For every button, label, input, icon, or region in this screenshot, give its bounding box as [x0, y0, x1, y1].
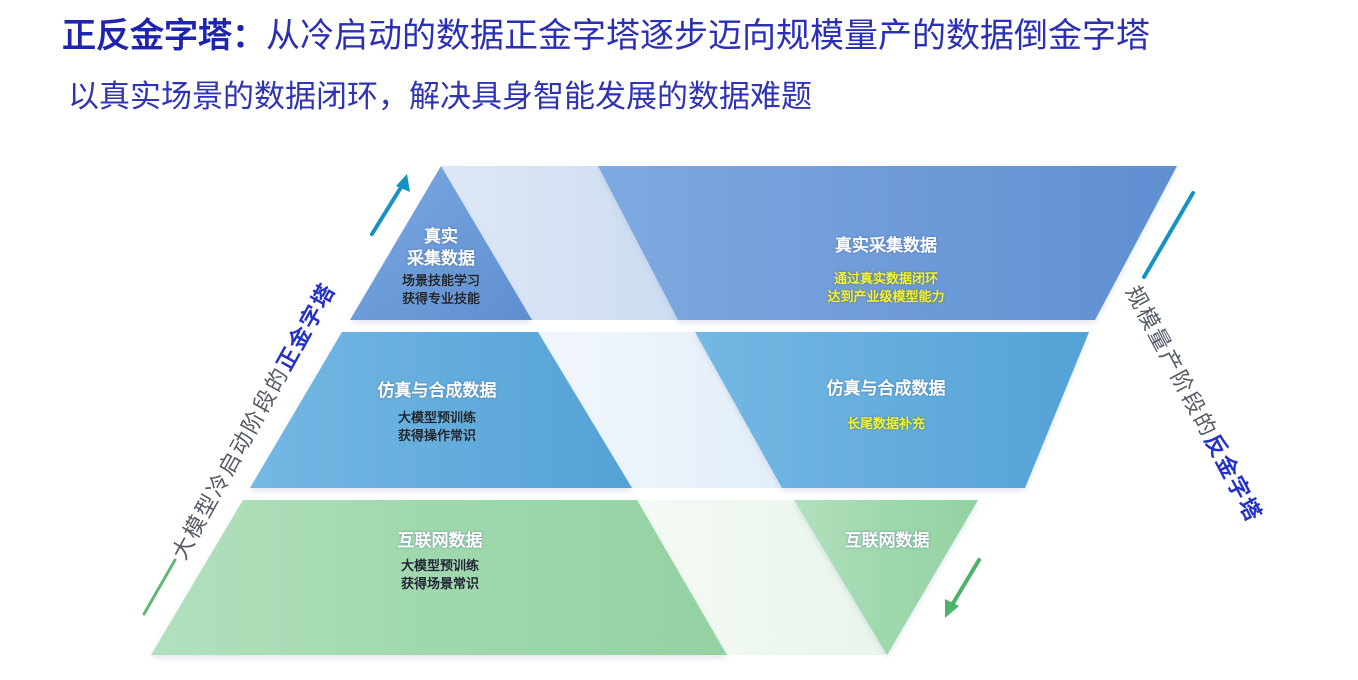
left-layer-mid: [250, 332, 632, 488]
right-layer-bot: [794, 500, 978, 655]
right-bot-title: 互联网数据: [844, 531, 930, 551]
right-top-title: 真实采集数据: [835, 236, 937, 256]
right-bot-label: 互联网数据: [787, 530, 987, 552]
arrow-down-icon: [945, 558, 981, 618]
right-top-desc-1: 通过真实数据闭环: [833, 272, 938, 287]
left-mid-desc-2: 获得操作常识: [397, 429, 476, 444]
bridge-mid: [538, 332, 782, 488]
bridge-bot: [637, 500, 887, 655]
page-title: 正反金字塔：从冷启动的数据正金字塔逐步迈向规模量产的数据倒金字塔: [62, 14, 1150, 58]
arrow-up-icon: [370, 174, 410, 236]
right-top-desc-2: 达到产业级模型能力: [827, 290, 945, 305]
left-bottom-line: [142, 558, 177, 616]
right-top-line: [1142, 191, 1195, 279]
left-top-desc-2: 获得专业技能: [401, 292, 480, 307]
title-rest: 从冷启动的数据正金字塔逐步迈向规模量产的数据倒金字塔: [266, 16, 1150, 56]
left-mid-desc-1: 大模型预训练: [397, 411, 476, 426]
left-layer-bot: [151, 500, 727, 655]
right-mid-title: 仿真与合成数据: [826, 379, 946, 399]
left-bot-title: 互联网数据: [397, 531, 483, 551]
bridge-top: [441, 166, 678, 320]
page-subtitle: 以真实场景的数据闭环，解决具身智能发展的数据难题: [68, 79, 812, 115]
left-top-title-1: 真实: [424, 227, 458, 247]
left-layer-top: [350, 166, 532, 320]
left-bot-desc-2: 获得场景常识: [400, 577, 479, 592]
left-top-desc-1: 场景技能学习: [401, 274, 480, 289]
left-mid-title: 仿真与合成数据: [377, 381, 497, 401]
title-bold: 正反金字塔：: [62, 16, 266, 56]
right-layer-mid: [695, 332, 1089, 488]
left-top-title-2: 采集数据: [407, 249, 475, 269]
right-top-label: 真实采集数据 通过真实数据闭环 达到产业级模型能力: [786, 235, 986, 307]
right-layer-top: [598, 166, 1177, 320]
right-mid-label: 仿真与合成数据 长尾数据补充: [786, 378, 986, 434]
left-mid-label: 仿真与合成数据 大模型预训练 获得操作常识: [337, 380, 537, 446]
left-bot-desc-1: 大模型预训练: [400, 559, 479, 574]
right-mid-desc: 长尾数据补充: [846, 417, 925, 432]
left-bot-label: 互联网数据 大模型预训练 获得场景常识: [340, 530, 540, 594]
left-top-label: 真实 采集数据 场景技能学习 获得专业技能: [381, 226, 501, 309]
